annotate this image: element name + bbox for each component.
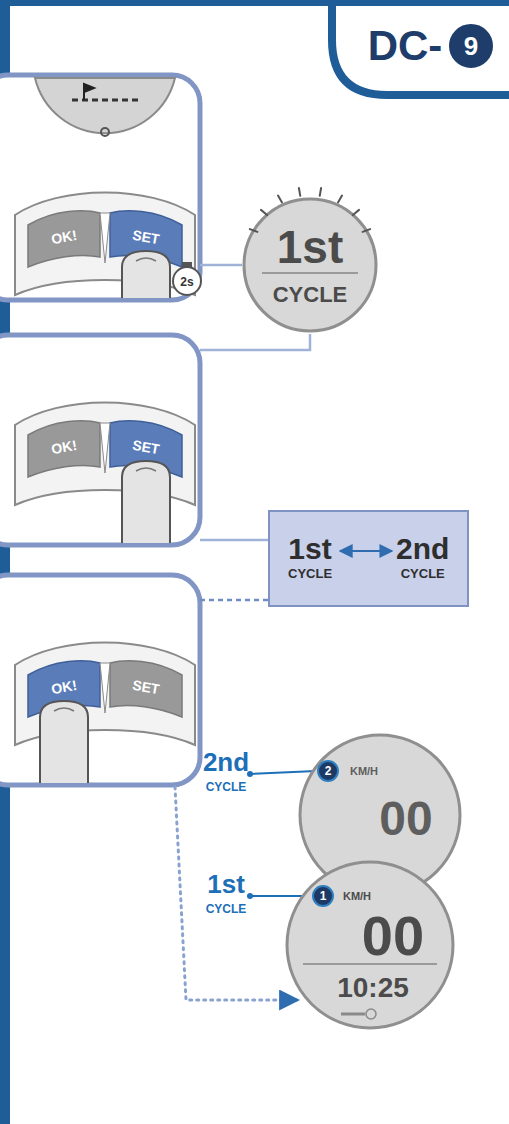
blink-ray <box>250 229 258 232</box>
blink-ray <box>261 210 267 215</box>
mode-group: 1stCYCLE <box>288 534 332 583</box>
button-label: OK! <box>50 228 78 246</box>
mode-text: 1st <box>288 534 331 564</box>
set-button <box>110 661 182 717</box>
top-bar <box>0 0 509 6</box>
display-text: 10:25 <box>337 974 409 1002</box>
button-divider <box>100 663 110 713</box>
button-label: SET <box>131 678 160 697</box>
blink-ray <box>299 188 300 196</box>
mode-group: 2ndCYCLE <box>396 534 449 583</box>
display-text: CYCLE <box>273 284 348 306</box>
link-line <box>200 334 310 350</box>
flag-icon <box>84 84 94 100</box>
display-text: 00 <box>379 795 432 843</box>
link-line <box>200 539 268 542</box>
blink-ray <box>353 210 359 215</box>
button-label: OK! <box>50 678 78 696</box>
ok-button <box>28 421 100 477</box>
mode-box: 1stCYCLE2ndCYCLE <box>268 510 469 607</box>
callout-text: CYCLE <box>206 903 247 915</box>
fingernail <box>136 468 156 471</box>
display-text: KM/H <box>350 766 378 777</box>
screen-face <box>287 862 453 1028</box>
callout-number: 1 <box>312 885 334 907</box>
mode-text: CYCLE <box>401 567 445 580</box>
display-text: 1st <box>277 224 343 270</box>
ok-button <box>28 211 100 267</box>
dashed-link <box>200 599 268 602</box>
button-label: SET <box>131 438 160 457</box>
display-text: KM/H <box>343 891 371 902</box>
logo-tab <box>332 0 509 95</box>
hold-time: 2s <box>180 276 193 288</box>
callout-text: 2nd <box>203 749 249 775</box>
callout-number: 2 <box>317 760 339 782</box>
finger <box>122 461 170 543</box>
logo-text: DC- <box>368 25 443 67</box>
screen-divider <box>262 272 358 274</box>
display-screen: 1stCYCLE <box>242 197 378 333</box>
stopwatch-icon <box>173 267 201 295</box>
screen-face <box>244 199 376 331</box>
blink-ray <box>363 229 371 232</box>
dotted-arrow <box>175 787 298 1000</box>
set-button-pressed <box>110 421 182 477</box>
link-line <box>200 264 242 267</box>
finger <box>40 701 88 783</box>
blink-ray <box>338 196 342 203</box>
mode-text: 2nd <box>396 534 449 564</box>
callout-text: CYCLE <box>206 781 247 793</box>
button-label: SET <box>131 228 160 247</box>
display-text: 00 <box>362 908 424 964</box>
logo-badge: 9 <box>449 24 493 68</box>
leader-dot <box>247 893 253 899</box>
screen-bar <box>72 99 140 102</box>
blink-ray <box>278 196 282 203</box>
callout-text: 1st <box>207 871 245 897</box>
device-dot <box>101 128 109 136</box>
step-panel <box>0 575 200 785</box>
finger <box>122 251 170 298</box>
device-screen <box>35 78 175 133</box>
clock-icon <box>366 1009 376 1019</box>
blink-ray <box>320 188 321 196</box>
ok-button-pressed <box>28 661 100 717</box>
display-screen: KM/H 00 10:25 <box>285 860 455 1030</box>
fingernail <box>136 258 156 261</box>
leader-line <box>250 771 316 774</box>
button-divider <box>100 213 110 263</box>
step-panel <box>0 335 200 545</box>
toggle-arrow <box>340 550 392 552</box>
button-label: OK! <box>50 438 78 456</box>
clock-icon-bar <box>341 1013 365 1016</box>
mode-text: CYCLE <box>288 567 332 580</box>
fingernail <box>54 708 74 711</box>
set-button-pressed <box>110 211 182 267</box>
button-divider <box>100 423 110 473</box>
step-panel <box>0 75 200 300</box>
